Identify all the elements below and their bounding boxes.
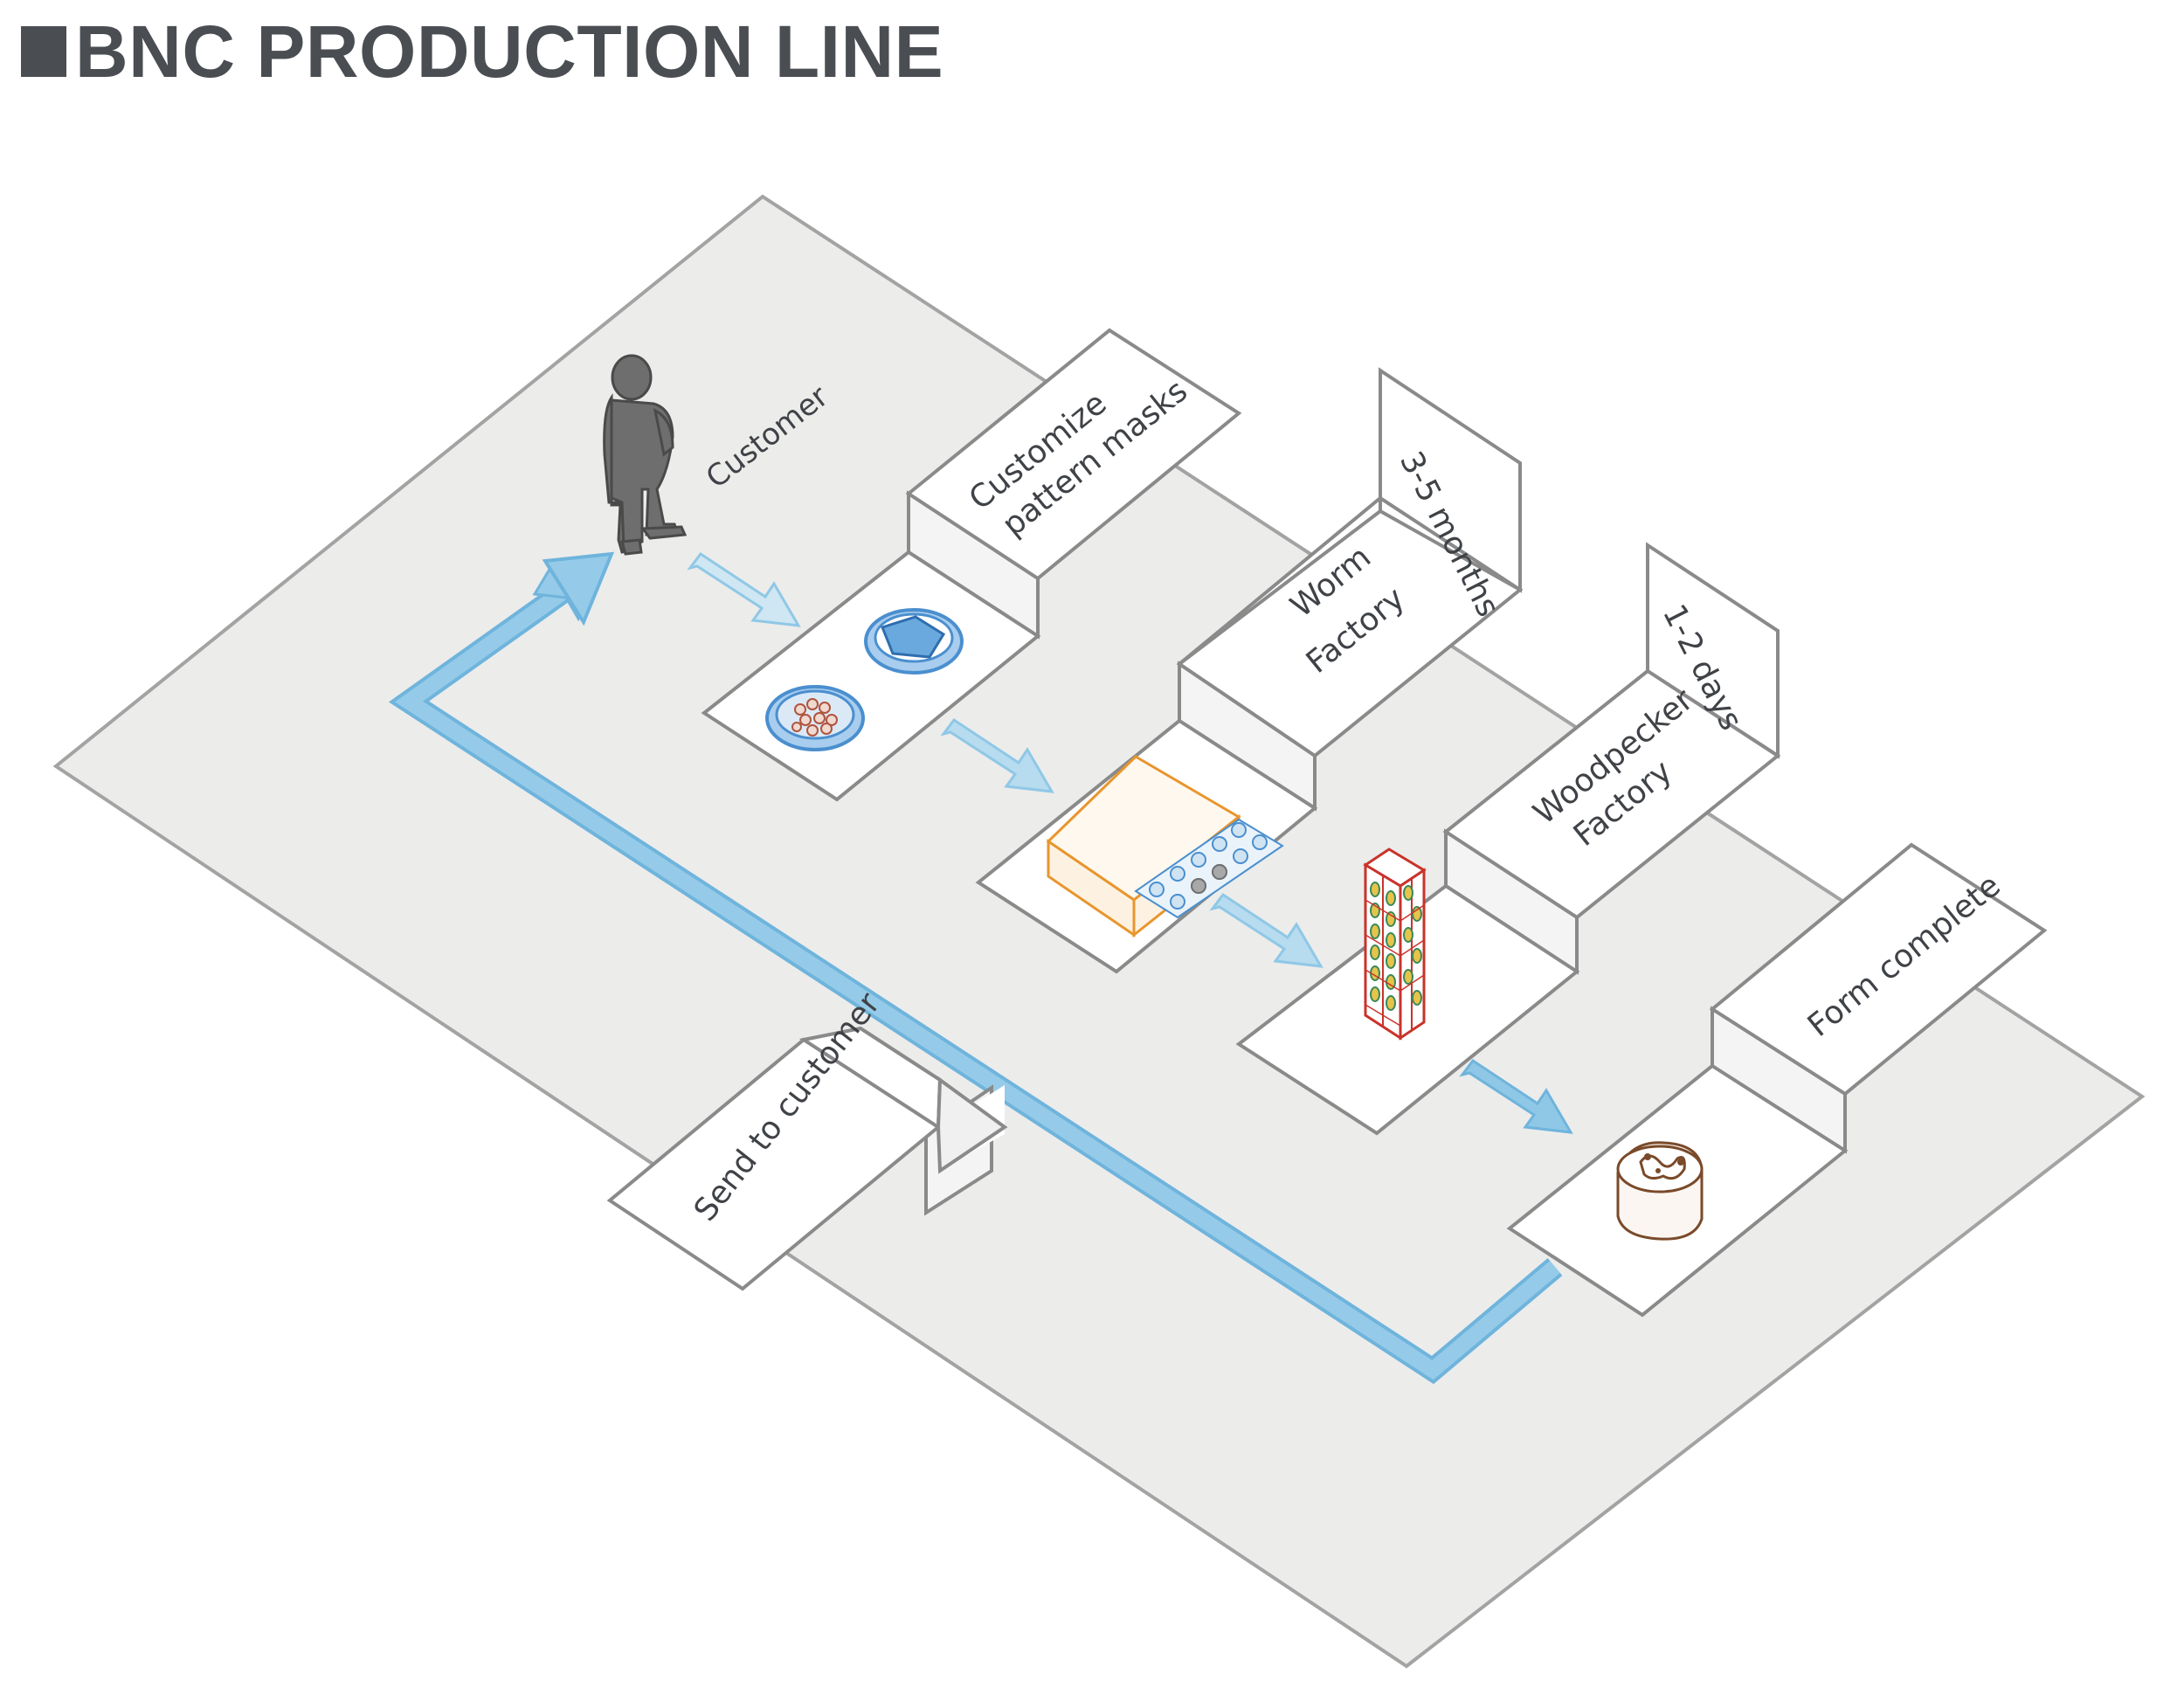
flow-arrow-1 [687,551,801,627]
page-title: BNC PRODUCTION LINE [21,12,943,91]
flow-arrow-4 [1459,1058,1573,1134]
person-figure-icon [603,354,688,556]
worm-box-icon [1046,755,1284,938]
return-flow-line [388,551,1563,1385]
flow-arrow-2 [940,717,1054,793]
form-object-icon [1616,1141,1704,1241]
card-send-to-customer: Send to customer [606,986,1008,1291]
flow-arrow-3 [1209,892,1324,968]
title-square-icon [21,26,66,77]
title-text: BNC PRODUCTION LINE [75,10,944,93]
petri-dish-icon [765,608,964,751]
woodpecker-tower-icon [1363,847,1427,1041]
